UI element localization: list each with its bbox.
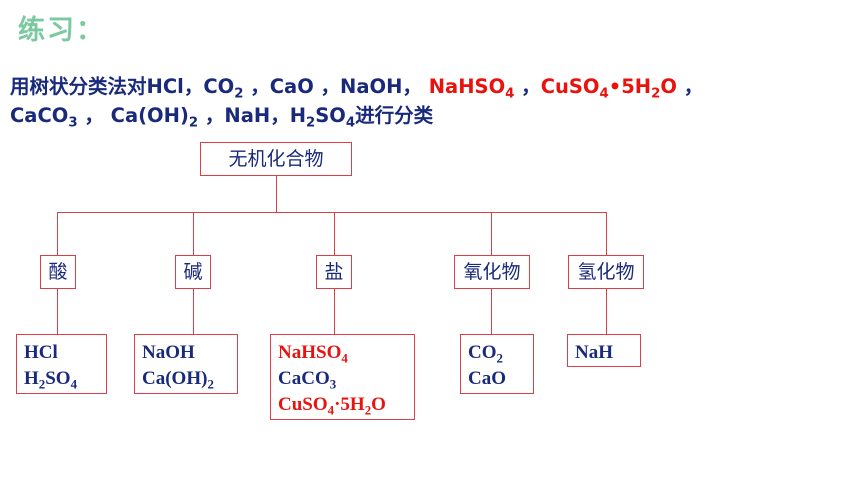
leaf-acid-line — [57, 289, 58, 334]
leaf-hydride-nah: NaH — [575, 342, 613, 363]
branch-hydride-line — [606, 212, 607, 255]
leaf-hydride-line — [606, 289, 607, 334]
leaf-hydride: NaH — [567, 334, 641, 367]
leaf-acid: HCl H2SO4 — [16, 334, 107, 394]
leaf-salt-cuso4: CuSO4·5H2O — [278, 394, 386, 418]
leaf-oxide-line — [491, 289, 492, 334]
leaf-oxide-cao: CaO — [468, 368, 506, 389]
leaf-oxide: CO2 CaO — [460, 334, 534, 394]
root-stem-line — [276, 176, 277, 212]
leaf-salt-caco3: CaCO3 — [278, 368, 337, 392]
branch-acid-line — [57, 212, 58, 255]
exercise-prompt: 用树状分类法对HCl，CO2 ，CaO ，NaOH， NaHSO4 ，CuSO4… — [10, 75, 704, 131]
branch-base-line — [193, 212, 194, 255]
leaf-oxide-co2: CO2 — [468, 342, 503, 366]
exercise-title: 练习： — [18, 15, 105, 46]
branch-salt-line — [334, 212, 335, 255]
leaf-base-naoh: NaOH — [142, 342, 195, 363]
leaf-base-line — [193, 289, 194, 334]
category-oxide: 氧化物 — [454, 255, 530, 289]
branch-bar-line — [57, 212, 607, 213]
leaf-salt: NaHSO4 CaCO3 CuSO4·5H2O — [270, 334, 415, 420]
leaf-acid-h2so4: H2SO4 — [24, 368, 78, 392]
leaf-acid-hcl: HCl — [24, 342, 58, 363]
leaf-base: NaOH Ca(OH)2 — [134, 334, 238, 394]
category-acid: 酸 — [40, 255, 76, 289]
root-node: 无机化合物 — [200, 142, 352, 176]
leaf-base-caoh2: Ca(OH)2 — [142, 368, 214, 392]
leaf-salt-nahso4: NaHSO4 — [278, 342, 348, 366]
leaf-salt-line — [334, 289, 335, 334]
category-salt: 盐 — [316, 255, 352, 289]
branch-oxide-line — [491, 212, 492, 255]
category-hydride: 氢化物 — [568, 255, 644, 289]
category-base: 碱 — [175, 255, 211, 289]
